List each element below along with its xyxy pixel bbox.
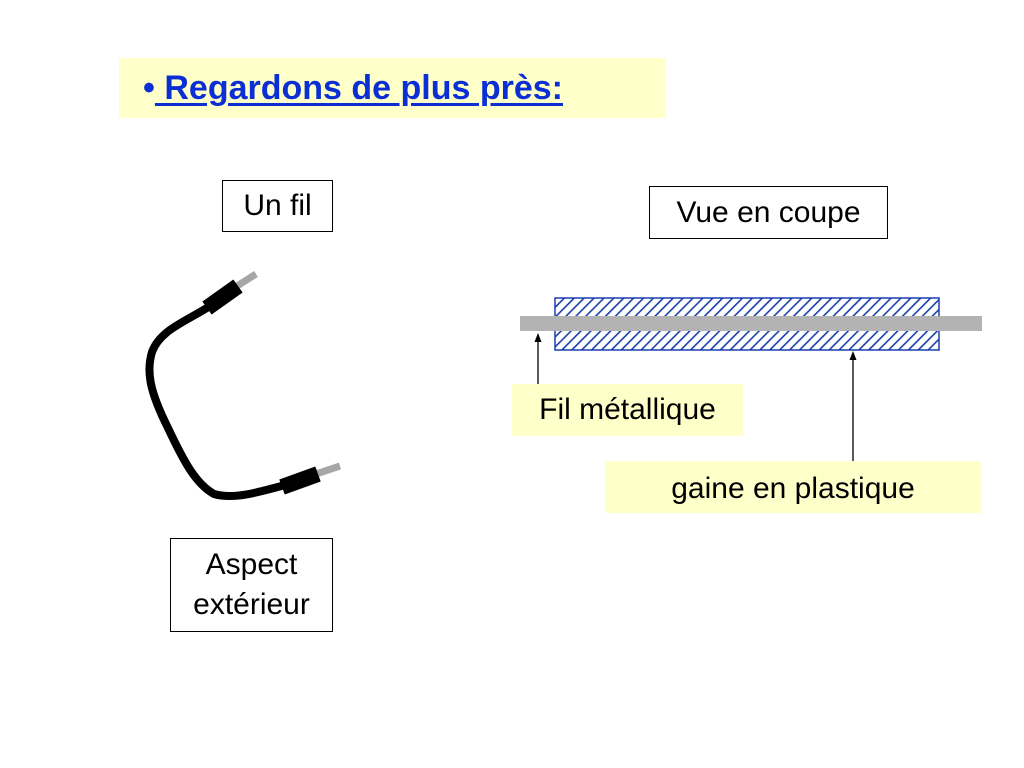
label-aspect-line1: Aspect <box>205 548 298 581</box>
label-aspect-line2: extérieur <box>193 588 310 621</box>
wire-cable <box>145 302 300 501</box>
wire-with-connectors-icon <box>145 271 342 501</box>
bullet: • <box>143 69 155 107</box>
label-vue-en-coupe: Vue en coupe <box>649 186 888 239</box>
annotation-arrows <box>534 333 857 461</box>
label-un-fil: Un fil <box>222 180 333 232</box>
wire-top-connector <box>202 279 243 315</box>
arrow-plastic-head <box>849 351 857 360</box>
arrow-metal-head <box>534 333 542 342</box>
label-vue-en-coupe-text: Vue en coupe <box>676 196 861 229</box>
label-aspect-exterieur: Aspect extérieur <box>170 538 333 632</box>
cross-section <box>520 297 982 351</box>
label-gaine-plastique: gaine en plastique <box>605 461 981 513</box>
label-un-fil-text: Un fil <box>243 189 312 222</box>
slide-title: • Regardons de plus près: <box>143 69 563 108</box>
metal-core <box>520 316 982 331</box>
title-text: Regardons de plus près: <box>154 69 563 107</box>
label-fil-metallique: Fil métallique <box>512 384 743 436</box>
wire-bottom-connector <box>279 466 321 495</box>
label-fil-metallique-text: Fil métallique <box>539 393 716 426</box>
wire-bottom-pin <box>314 462 342 478</box>
title-highlight <box>119 58 665 118</box>
label-gaine-plastique-text: gaine en plastique <box>671 472 915 505</box>
